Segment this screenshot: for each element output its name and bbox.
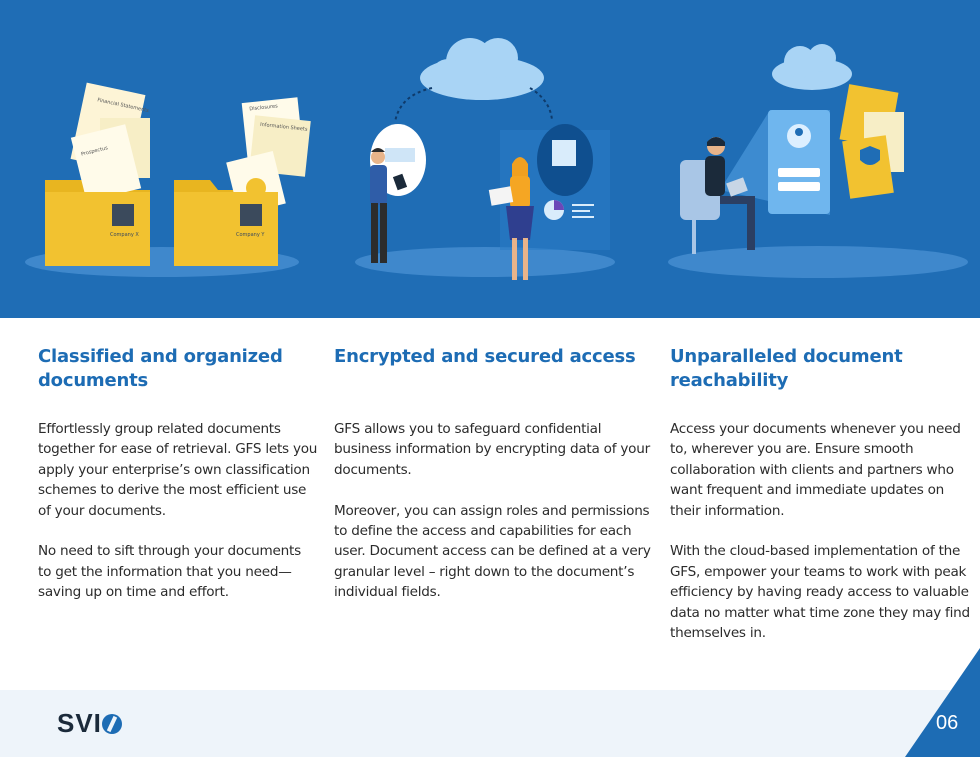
woman-figure bbox=[488, 157, 534, 280]
doc-label-4: Information Sheets bbox=[260, 122, 308, 133]
svi-logo: SVI bbox=[57, 708, 102, 738]
feature-paragraph: Effortlessly group related documents tog… bbox=[38, 421, 318, 519]
floor-shadow-2 bbox=[355, 247, 615, 277]
man-figure bbox=[370, 148, 408, 263]
username-field bbox=[778, 168, 820, 177]
feature-title: Unparalleled document reachability bbox=[670, 346, 903, 391]
feature-paragraph: Access your documents whenever you need … bbox=[670, 421, 961, 519]
shield-icon bbox=[860, 146, 880, 165]
hero-illustration: Financial Statements Prospectus Company … bbox=[0, 0, 980, 318]
feature-paragraph: GFS allows you to safeguard confidential… bbox=[334, 421, 650, 478]
document-icon bbox=[488, 186, 514, 206]
bar-chart-icon bbox=[552, 140, 576, 166]
feature-title: Encrypted and secured access bbox=[334, 346, 636, 367]
feature-paragraph: With the cloud-based implementation of t… bbox=[670, 543, 970, 642]
hero-graphic: Financial Statements Prospectus Company … bbox=[25, 38, 968, 280]
folder-label-1: Company X bbox=[110, 232, 139, 238]
feature-column-reachability: Unparalleled document reachability Acces… bbox=[670, 345, 970, 643]
seated-man-figure bbox=[680, 137, 755, 254]
feature-title: Classified and organized documents bbox=[38, 346, 283, 391]
document-sheet bbox=[842, 135, 894, 199]
doc-label-3: Disclosures bbox=[249, 103, 278, 112]
folder-tag-icon bbox=[112, 204, 134, 226]
feature-column-classified: Classified and organized documents Effor… bbox=[38, 345, 318, 603]
connection-line bbox=[394, 87, 433, 123]
feature-paragraph: No need to sift through your documents t… bbox=[38, 543, 301, 601]
document-sheet bbox=[70, 124, 142, 202]
footer-bar bbox=[0, 690, 980, 757]
folder-group-2: Disclosures Information Sheets Company Y bbox=[174, 97, 311, 266]
cloud-icon-small bbox=[772, 44, 852, 90]
feature-column-encrypted: Encrypted and secured access GFS allows … bbox=[334, 345, 654, 603]
tablet-icon bbox=[392, 173, 408, 191]
password-field bbox=[778, 182, 820, 191]
folder-tag-icon bbox=[240, 204, 262, 226]
folder-label-2: Company Y bbox=[236, 232, 265, 238]
connection-line bbox=[529, 87, 553, 121]
chart-bars-icon bbox=[385, 148, 415, 162]
logo-mark-icon bbox=[102, 714, 122, 734]
floor-shadow-3 bbox=[668, 246, 968, 278]
feature-paragraph: Moreover, you can assign roles and permi… bbox=[334, 502, 651, 601]
folder-group-1: Financial Statements Prospectus Company … bbox=[45, 82, 150, 266]
laptop-icon bbox=[726, 177, 748, 197]
cloud-icon bbox=[420, 38, 544, 100]
page-number: 06 bbox=[936, 712, 959, 734]
